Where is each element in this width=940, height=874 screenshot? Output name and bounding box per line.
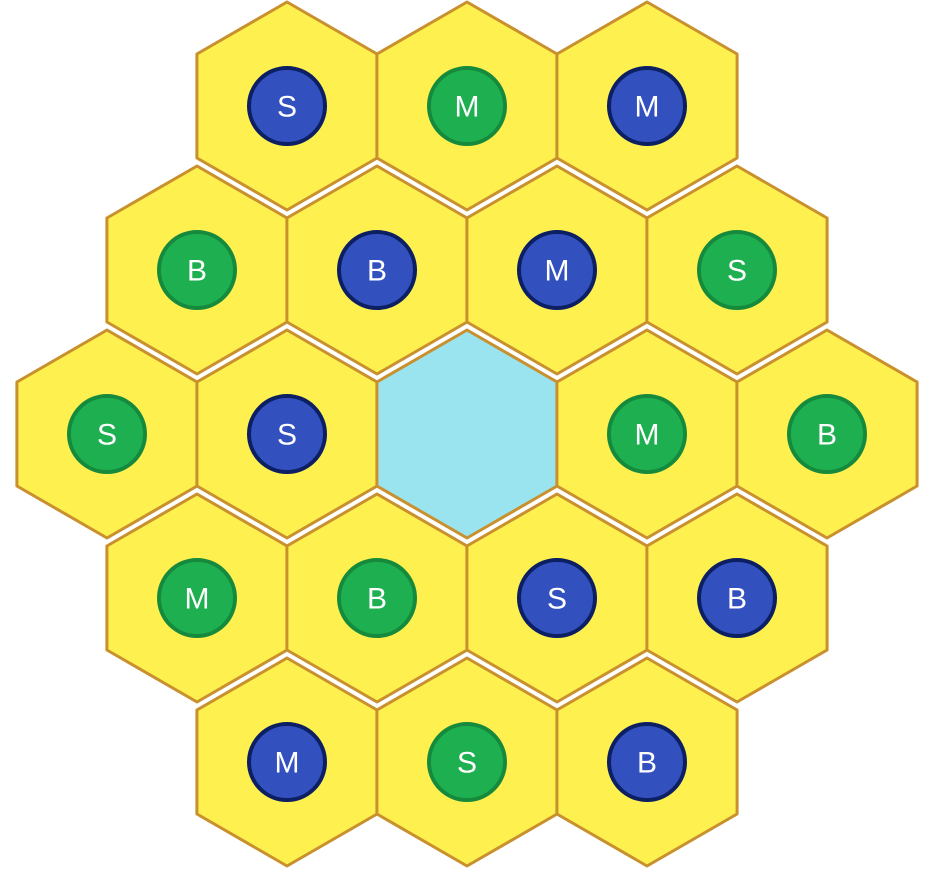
blue-piece-m[interactable]: M — [517, 230, 597, 310]
piece-circle[interactable] — [427, 722, 507, 802]
blue-piece-b[interactable]: B — [607, 722, 687, 802]
green-piece-s[interactable]: S — [427, 722, 507, 802]
hex-cell[interactable]: S — [375, 656, 559, 868]
green-piece-m[interactable]: M — [607, 394, 687, 474]
green-piece-m[interactable]: M — [427, 66, 507, 146]
hex-cell[interactable]: M — [465, 164, 649, 376]
piece-circle[interactable] — [607, 722, 687, 802]
piece-label: B — [817, 419, 837, 452]
hex-cell[interactable]: B — [285, 164, 469, 376]
piece-label: B — [367, 583, 387, 616]
piece-circle[interactable] — [247, 722, 327, 802]
hex-cell[interactable]: M — [195, 656, 379, 868]
hex-cell[interactable]: B — [735, 328, 919, 540]
hex-cell[interactable]: S — [195, 328, 379, 540]
piece-circle[interactable] — [787, 394, 867, 474]
green-piece-b[interactable]: B — [787, 394, 867, 474]
piece-label: M — [275, 747, 300, 780]
piece-label: M — [635, 91, 660, 124]
piece-label: S — [277, 91, 297, 124]
piece-circle[interactable] — [337, 230, 417, 310]
piece-label: M — [185, 583, 210, 616]
piece-circle[interactable] — [157, 230, 237, 310]
piece-circle[interactable] — [697, 558, 777, 638]
hex-cell[interactable]: B — [285, 492, 469, 704]
piece-circle[interactable] — [247, 66, 327, 146]
piece-label: B — [727, 583, 747, 616]
piece-circle[interactable] — [157, 558, 237, 638]
blue-piece-m[interactable]: M — [607, 66, 687, 146]
piece-label: M — [455, 91, 480, 124]
piece-circle[interactable] — [517, 230, 597, 310]
blue-piece-s[interactable]: S — [247, 394, 327, 474]
hex-tile[interactable] — [375, 328, 559, 540]
hex-cell[interactable]: S — [465, 492, 649, 704]
hex-cell[interactable]: S — [195, 0, 379, 212]
piece-label: B — [367, 255, 387, 288]
empty-hex-cell[interactable] — [375, 328, 559, 540]
blue-piece-b[interactable]: B — [337, 230, 417, 310]
hex-cell[interactable]: M — [555, 0, 739, 212]
hex-cell[interactable]: M — [105, 492, 289, 704]
blue-piece-b[interactable]: B — [697, 558, 777, 638]
blue-piece-m[interactable]: M — [247, 722, 327, 802]
blue-piece-s[interactable]: S — [517, 558, 597, 638]
piece-circle[interactable] — [697, 230, 777, 310]
hex-cell[interactable]: M — [555, 328, 739, 540]
piece-circle[interactable] — [67, 394, 147, 474]
piece-circle[interactable] — [337, 558, 417, 638]
piece-label: M — [635, 419, 660, 452]
piece-label: B — [637, 747, 657, 780]
piece-circle[interactable] — [607, 394, 687, 474]
green-piece-b[interactable]: B — [157, 230, 237, 310]
piece-label: B — [187, 255, 207, 288]
hex-cell[interactable]: B — [645, 492, 829, 704]
green-piece-s[interactable]: S — [67, 394, 147, 474]
green-piece-b[interactable]: B — [337, 558, 417, 638]
hex-cell[interactable]: B — [105, 164, 289, 376]
piece-label: S — [547, 583, 567, 616]
piece-label: S — [97, 419, 117, 452]
piece-circle[interactable] — [427, 66, 507, 146]
hex-cell[interactable]: M — [375, 0, 559, 212]
green-piece-s[interactable]: S — [697, 230, 777, 310]
piece-circle[interactable] — [607, 66, 687, 146]
piece-label: M — [545, 255, 570, 288]
blue-piece-s[interactable]: S — [247, 66, 327, 146]
piece-circle[interactable] — [247, 394, 327, 474]
hex-cell[interactable]: B — [555, 656, 739, 868]
hex-cell[interactable]: S — [645, 164, 829, 376]
piece-label: S — [277, 419, 297, 452]
green-piece-m[interactable]: M — [157, 558, 237, 638]
piece-label: S — [457, 747, 477, 780]
piece-circle[interactable] — [517, 558, 597, 638]
hex-cell[interactable]: S — [15, 328, 199, 540]
piece-label: S — [727, 255, 747, 288]
